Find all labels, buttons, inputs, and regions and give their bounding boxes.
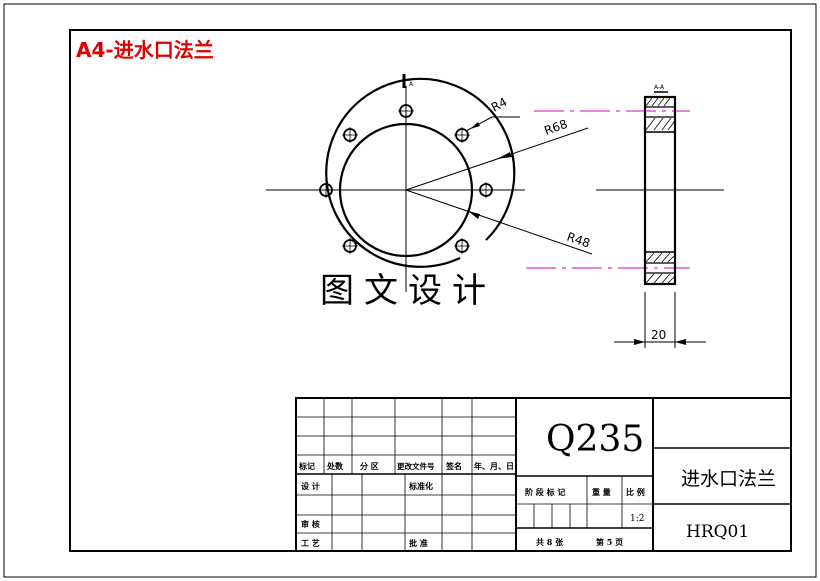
process-label: 工 艺 bbox=[301, 538, 320, 548]
scale-value: 1:2 bbox=[630, 514, 644, 524]
approve-label: 批 准 bbox=[409, 538, 428, 548]
section-view bbox=[526, 91, 724, 348]
hatch-upper bbox=[645, 97, 675, 131]
part-name: 进水口法兰 bbox=[681, 468, 776, 490]
leader-r48 bbox=[405, 189, 593, 255]
rev-header-mark: 标记 bbox=[298, 461, 315, 471]
watermark-text: 图文设计 bbox=[320, 271, 496, 311]
title-block bbox=[295, 397, 792, 552]
section-mark: A bbox=[409, 81, 414, 88]
rev-header-zone: 分 区 bbox=[360, 461, 379, 471]
sheet-number: 第 5 页 bbox=[596, 537, 623, 547]
arrow-r4 bbox=[470, 122, 480, 129]
stage-header-weight: 重 量 bbox=[592, 487, 611, 497]
flange-outer-edge bbox=[325, 77, 516, 268]
stage-header-mark: 阶 段 标 记 bbox=[525, 487, 565, 497]
stage-header-scale: 比 例 bbox=[626, 487, 645, 497]
material-text: Q235 bbox=[546, 419, 644, 460]
drawing-number: HRQ01 bbox=[686, 522, 749, 542]
front-view bbox=[266, 74, 593, 292]
flange-bore bbox=[338, 122, 474, 258]
dim-arrow-left bbox=[634, 339, 645, 345]
section-label: A-A bbox=[654, 84, 665, 91]
standardize-label: 标准化 bbox=[408, 481, 433, 491]
outer-border bbox=[3, 3, 817, 578]
thickness-dim-label: 20 bbox=[651, 328, 666, 342]
hatch-lower bbox=[645, 252, 675, 284]
dim-arrow-right bbox=[675, 339, 686, 345]
drawing-title: A4-进水口法兰 bbox=[76, 38, 214, 62]
revision-headers: 标记 处数 分 区 更改文件号 签名 年、月、日 bbox=[298, 461, 514, 471]
arrow-r68 bbox=[497, 152, 512, 159]
review-label: 审 核 bbox=[301, 519, 320, 529]
rev-header-date: 年、月、日 bbox=[474, 461, 514, 471]
radius-label-r48: R48 bbox=[565, 230, 592, 251]
radius-label-r4: R4 bbox=[489, 95, 510, 115]
total-sheets: 共 8 张 bbox=[536, 537, 564, 547]
design-label: 设 计 bbox=[301, 481, 320, 491]
arrow-r48 bbox=[468, 211, 480, 219]
rev-header-count: 处数 bbox=[326, 461, 344, 471]
rev-header-docno: 更改文件号 bbox=[397, 461, 435, 471]
flange-section-body bbox=[643, 95, 677, 286]
rev-header-sign: 签名 bbox=[445, 461, 462, 471]
radius-label-r68: R68 bbox=[542, 117, 569, 138]
